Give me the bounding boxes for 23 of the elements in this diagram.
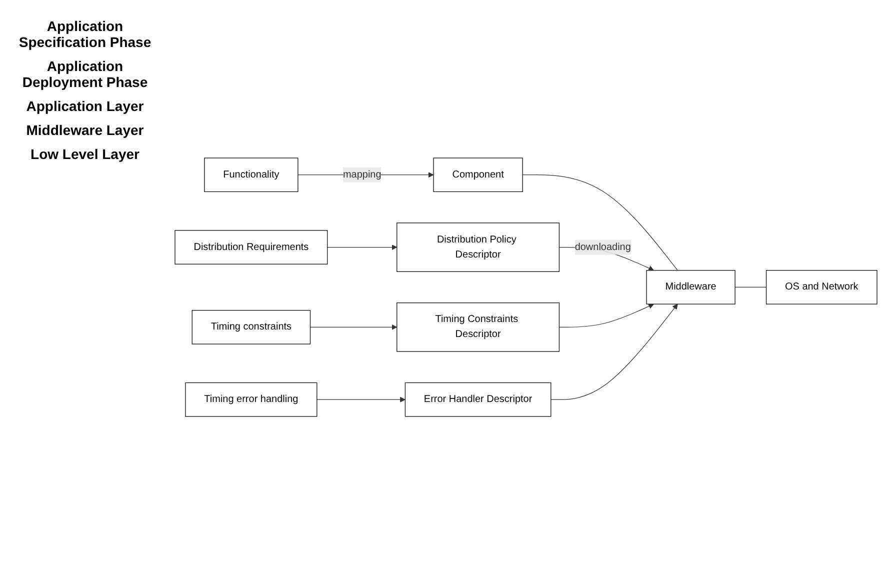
- node-box: Distribution Policy Descriptor: [396, 222, 560, 272]
- connector: [734, 287, 767, 288]
- layer-label: Application Layer: [25, 98, 145, 114]
- arrow: [558, 304, 654, 328]
- node-box: Distribution Requirements: [174, 230, 328, 265]
- layer-label: Low Level Layer: [30, 146, 140, 162]
- node-box: Functionality: [204, 158, 298, 192]
- arrow: [310, 324, 398, 330]
- node-box: Timing Constraints Descriptor: [396, 302, 560, 352]
- edge-label: downloading: [574, 242, 631, 253]
- arrow: [327, 244, 398, 250]
- layer-label: Middleware Layer: [25, 122, 145, 138]
- edge-label: mapping: [342, 170, 382, 180]
- arrow: [316, 397, 406, 403]
- node-box: Timing error handling: [185, 382, 318, 418]
- node-box: Component: [433, 158, 523, 192]
- node-box: Middleware: [646, 270, 736, 305]
- layer-label: Application Deployment Phase: [21, 58, 149, 90]
- layer-label: Application Specification Phase: [18, 18, 152, 50]
- arrow: [550, 304, 678, 400]
- node-box: OS and Network: [766, 270, 878, 305]
- node-box: Timing constraints: [192, 310, 311, 345]
- node-box: Error Handler Descriptor: [404, 382, 552, 418]
